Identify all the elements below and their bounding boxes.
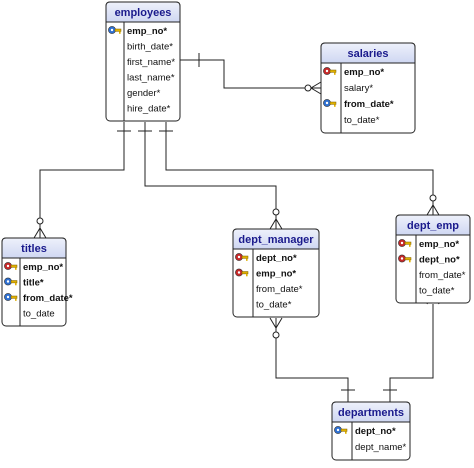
foreign-key-icon	[398, 239, 412, 247]
foreign-key-icon	[323, 67, 337, 75]
entity-title: employees	[115, 7, 172, 19]
attribute: dept_name*	[355, 442, 407, 453]
attribute: title*	[23, 278, 44, 289]
foreign-key-icon	[235, 268, 249, 277]
rel-departments-dept-manager	[275, 318, 349, 402]
rel-employees-dept-manager	[144, 122, 277, 229]
attribute: emp_no*	[419, 239, 459, 250]
attribute: emp_no*	[23, 262, 63, 273]
attribute: from_date*	[256, 284, 303, 295]
attribute: from_date*	[419, 270, 466, 281]
many-marker	[426, 204, 440, 216]
entity-salaries[interactable]: salaries emp_no* salary* from_date* to_date*	[320, 42, 416, 134]
attribute: emp_no*	[344, 67, 384, 78]
attribute: gender*	[127, 88, 161, 99]
entity-employees[interactable]: employees emp_no* birth_date* first_name*la…	[105, 1, 181, 122]
attribute: hire_date*	[127, 104, 171, 115]
attribute: to_date	[23, 309, 55, 320]
optional-marker	[36, 217, 44, 225]
entity-dept-manager[interactable]: dept_manager dept_no* emp_no* from_date* to_…	[232, 228, 320, 318]
entity-title: titles	[21, 243, 47, 255]
attribute: to_date*	[419, 286, 455, 297]
entity-header	[331, 401, 411, 423]
entities: employees emp_no* birth_date* first_name*la…	[1, 1, 471, 461]
optional-marker	[304, 84, 312, 92]
entity-header	[232, 228, 320, 250]
entity-dept-emp[interactable]: dept_emp emp_no* dept_no* from_date* to_date…	[395, 214, 471, 304]
entity-title: departments	[338, 407, 404, 419]
primary-key-icon	[323, 99, 337, 107]
entity-departments[interactable]: departments dept_no* dept_name*	[331, 401, 411, 461]
entity-header	[395, 214, 471, 236]
attribute: emp_no*	[127, 26, 167, 37]
foreign-key-icon	[235, 253, 249, 261]
foreign-key-icon	[4, 262, 18, 270]
primary-key-icon	[4, 277, 18, 286]
attribute: emp_no*	[256, 269, 296, 280]
primary-key-icon	[4, 293, 18, 301]
entity-title: salaries	[348, 48, 389, 60]
relationships	[33, 53, 440, 402]
attribute: dept_no*	[419, 255, 460, 266]
entity-header	[1, 237, 67, 259]
entity-header	[105, 1, 181, 23]
many-marker	[269, 317, 283, 329]
attribute: from_date*	[23, 293, 73, 304]
attribute: first_name*	[127, 57, 175, 68]
attribute: salary*	[344, 83, 373, 94]
rel-employees-dept-emp	[165, 122, 434, 215]
entity-title: dept_manager	[238, 234, 314, 246]
entity-header	[320, 42, 416, 64]
attribute: from_date*	[344, 99, 394, 110]
entity-title: dept_emp	[407, 220, 459, 232]
attribute: birth_date*	[127, 42, 173, 53]
attribute: dept_no*	[355, 426, 396, 437]
many-marker	[269, 218, 283, 230]
attribute: to_date*	[256, 300, 292, 311]
attribute: dept_no*	[256, 253, 297, 264]
entity-titles[interactable]: titles emp_no* title* from_date* to_date	[1, 237, 73, 327]
many-marker	[33, 227, 47, 239]
attribute: last_name*	[127, 73, 175, 84]
rel-employees-titles	[39, 122, 125, 238]
optional-marker	[429, 194, 437, 202]
primary-key-icon	[334, 426, 348, 434]
rel-employees-salaries	[180, 59, 321, 89]
attribute: to_date*	[344, 115, 380, 126]
primary-key-icon	[108, 26, 122, 34]
foreign-key-icon	[398, 254, 412, 263]
optional-marker	[272, 331, 280, 339]
optional-marker	[272, 208, 280, 216]
rel-departments-dept-emp	[389, 304, 434, 402]
